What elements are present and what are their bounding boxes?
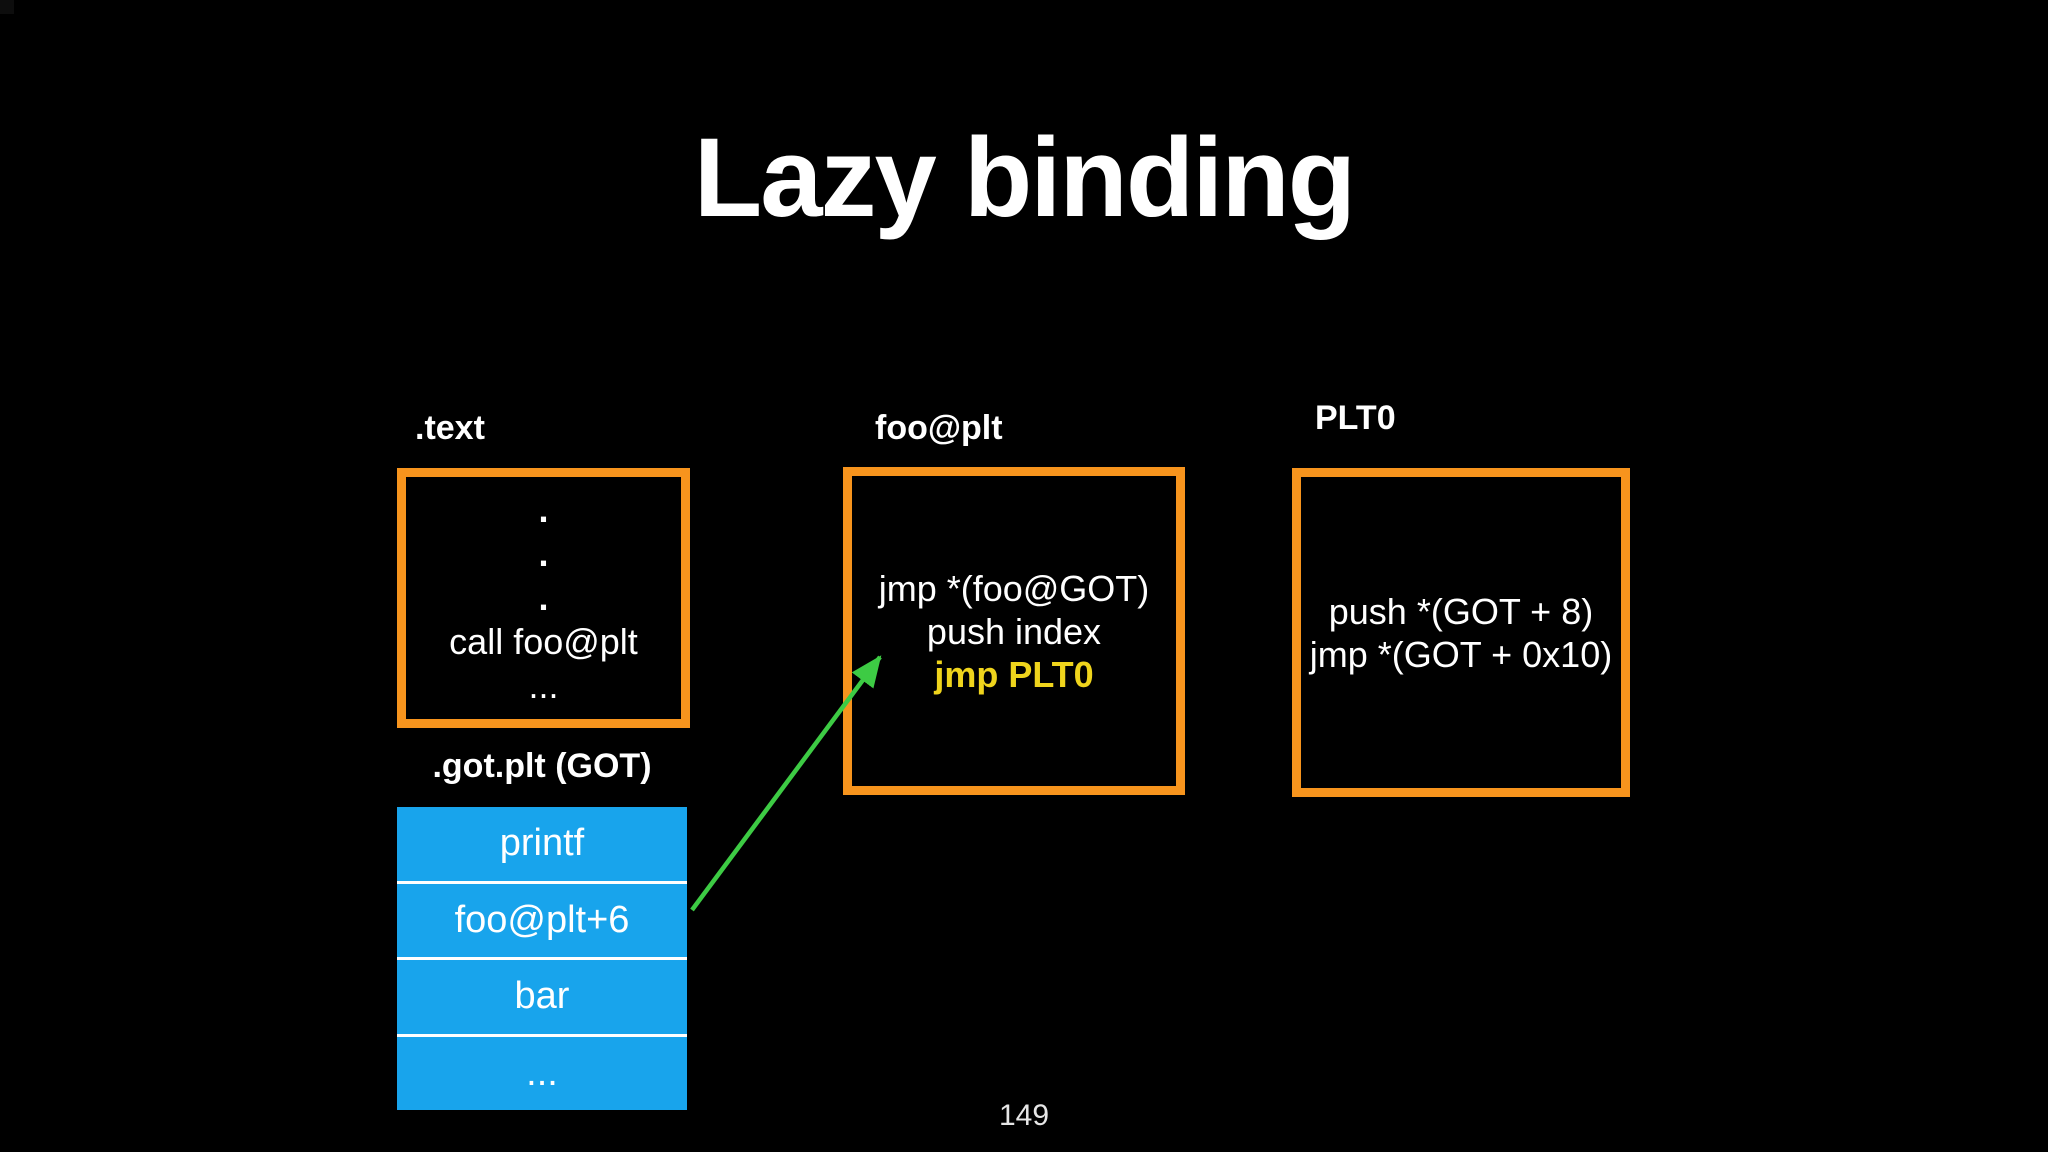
foo-plt-section-label: foo@plt — [875, 409, 1003, 447]
corner-artifact — [0, 0, 14, 14]
text-section-box: . . . call foo@plt ... — [397, 468, 690, 728]
text-section-label: .text — [415, 409, 485, 447]
ellipsis-line: ... — [528, 665, 559, 706]
got-table: printf foo@plt+6 bar ... — [397, 807, 687, 1110]
vertical-ellipsis-dot: . — [538, 577, 549, 618]
push-index-instruction: push index — [926, 610, 1102, 652]
slide-title: Lazy binding — [693, 115, 1356, 241]
got-section-label: .got.plt (GOT) — [432, 747, 652, 785]
got-row-printf: printf — [397, 807, 687, 881]
jmp-foo-got-instruction: jmp *(foo@GOT) — [878, 567, 1150, 609]
push-got8-instruction: push *(GOT + 8) — [1328, 590, 1594, 632]
call-foo-plt-instruction: call foo@plt — [449, 621, 638, 662]
vertical-ellipsis-dot: . — [538, 489, 549, 530]
jmp-got10-instruction: jmp *(GOT + 0x10) — [1309, 633, 1613, 675]
jmp-plt0-instruction-highlighted: jmp PLT0 — [934, 653, 1094, 695]
got-row-bar: bar — [397, 957, 687, 1034]
foo-plt-stub-box: jmp *(foo@GOT) push index jmp PLT0 — [843, 467, 1185, 795]
page-number: 149 — [998, 1099, 1050, 1132]
plt0-stub-box: push *(GOT + 8) jmp *(GOT + 0x10) — [1292, 468, 1630, 797]
got-row-ellipsis: ... — [397, 1033, 687, 1110]
got-row-foo-plt-6: foo@plt+6 — [397, 880, 687, 957]
vertical-ellipsis-dot: . — [538, 533, 549, 574]
plt0-section-label: PLT0 — [1315, 399, 1396, 437]
